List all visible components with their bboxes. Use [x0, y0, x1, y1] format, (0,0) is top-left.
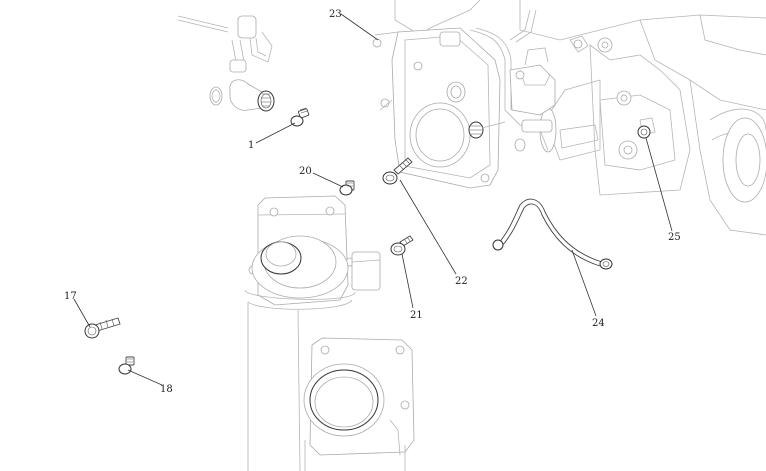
leader-22	[399, 179, 457, 275]
part-25-plug	[637, 125, 651, 139]
callout-23: 23	[329, 9, 342, 20]
callout-25: 25	[668, 232, 681, 243]
leader-20	[312, 172, 344, 188]
flange-plate	[372, 9, 537, 189]
filter-bracket	[244, 195, 381, 471]
part-24-pipe	[492, 198, 613, 270]
callout-18: 18	[160, 384, 173, 395]
pipe-fitting	[468, 121, 506, 139]
leader-1	[255, 122, 296, 144]
callout-17: 17	[64, 291, 77, 302]
leader-18	[127, 369, 163, 386]
callout-24: 24	[592, 318, 605, 329]
part-21-bolt	[390, 235, 414, 256]
injection-pump-linkage	[504, 47, 556, 152]
part-22-bolt	[382, 157, 413, 185]
leader-lines	[73, 13, 673, 386]
callout-labels: 1 17 18 20 21 22 23 24 25	[64, 9, 681, 395]
lower-filter-housing	[303, 337, 415, 471]
callout-1: 1	[248, 140, 254, 151]
leader-25	[645, 137, 673, 232]
leader-24	[571, 249, 597, 317]
part-20-bolt	[339, 180, 355, 196]
callout-22: 22	[455, 276, 468, 287]
callout-20: 20	[299, 166, 312, 177]
leader-21	[401, 253, 414, 309]
callout-21: 21	[410, 310, 423, 321]
leader-23	[340, 13, 379, 41]
part-18-bolt	[118, 356, 135, 375]
banjo-fitting-pipe	[177, 15, 275, 112]
part-17-bolt	[84, 317, 121, 339]
leader-17	[73, 298, 91, 328]
